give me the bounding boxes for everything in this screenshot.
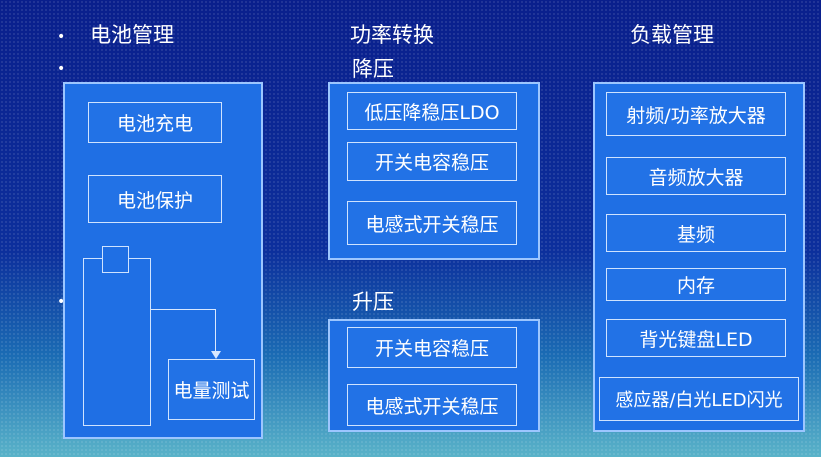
load-management-panel: [593, 82, 805, 432]
bullet-2: •: [57, 61, 66, 77]
power-conversion-heading: 功率转换: [350, 23, 434, 47]
load-management-heading: 负载管理: [630, 23, 714, 47]
boost-heading: 升压: [352, 290, 394, 314]
battery-icon: [83, 258, 151, 426]
battery-management-panel: [63, 82, 263, 439]
battery-management-heading: 电池管理: [90, 23, 174, 47]
gauge-connector-vertical: [215, 309, 216, 353]
buck-item-inductive: 电感式开关稳压: [347, 201, 517, 245]
boost-converter-panel: [328, 319, 540, 432]
boost-item-inductive: 电感式开关稳压: [347, 384, 517, 426]
boost-item-switched-capacitor: 开关电容稳压: [347, 327, 517, 368]
load-item-memory: 内存: [606, 268, 786, 301]
bullet-3: •: [57, 294, 66, 310]
load-item-audio-amp: 音频放大器: [606, 157, 786, 195]
load-item-backlight-led: 背光键盘LED: [606, 319, 786, 357]
load-item-rf-pa: 射频/功率放大器: [606, 92, 786, 136]
buck-item-ldo: 低压降稳压LDO: [347, 92, 517, 130]
battery-charge-box: 电池充电: [88, 102, 222, 143]
buck-converter-panel: [328, 82, 540, 260]
buck-heading: 降压: [352, 57, 394, 81]
load-item-baseband: 基频: [606, 214, 786, 252]
gauge-arrow-icon: [211, 351, 221, 359]
bullet-1: •: [57, 29, 66, 45]
battery-terminal-icon: [102, 246, 129, 273]
load-item-sensor-flash: 感应器/白光LED闪光: [599, 377, 799, 421]
battery-protect-box: 电池保护: [88, 175, 222, 223]
gauge-connector-horizontal: [151, 309, 216, 310]
battery-gauge-box: 电量测试: [168, 359, 255, 420]
buck-item-switched-capacitor: 开关电容稳压: [347, 142, 517, 181]
